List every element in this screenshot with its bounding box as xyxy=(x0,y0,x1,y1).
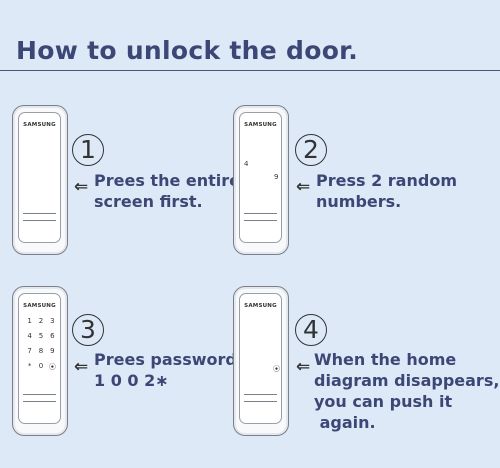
step-4-caption: When the home diagram disappears, you ca… xyxy=(314,350,500,432)
step-2-caption: Press 2 random numbers. xyxy=(316,171,457,211)
keypad-key: 3 xyxy=(50,317,55,325)
lock-handle xyxy=(23,394,56,402)
left-arrow-icon: ⇐ xyxy=(74,177,89,197)
keypad-key: 6 xyxy=(50,332,55,340)
keypad-key: 4 xyxy=(27,332,32,340)
page-title: How to unlock the door. xyxy=(16,36,359,65)
door-lock-step-1: SAMSUNG xyxy=(12,105,68,255)
lock-panel: SAMSUNG 4 9 xyxy=(239,112,282,243)
keypad-key: 2 xyxy=(38,317,44,325)
step-4-number: 4 xyxy=(295,314,327,346)
step-2-number: 2 xyxy=(295,134,327,166)
lock-panel: SAMSUNG 1 2 3 4 5 6 7 8 9 * 0 ⦿ xyxy=(18,293,61,424)
left-arrow-icon: ⇐ xyxy=(296,357,311,377)
random-digit: 9 xyxy=(274,173,279,181)
keypad-key: * xyxy=(27,362,32,370)
keypad-key: 5 xyxy=(38,332,44,340)
left-arrow-icon: ⇐ xyxy=(74,357,89,377)
lock-handle xyxy=(23,213,56,221)
step-3-number: 3 xyxy=(72,314,104,346)
step-1-caption: Prees the entire screen first. xyxy=(94,171,240,211)
lock-panel: SAMSUNG xyxy=(18,112,61,243)
lock-handle xyxy=(244,213,277,221)
keypad-key: 7 xyxy=(27,347,32,355)
step-3-caption: Prees password 1 0 0 2∗ xyxy=(94,350,237,390)
title-divider xyxy=(0,70,500,71)
home-key-icon: ⦿ xyxy=(48,363,56,371)
brand-logo: SAMSUNG xyxy=(23,122,56,128)
lock-panel: SAMSUNG ⦿ xyxy=(239,293,282,424)
keypad: 1 2 3 4 5 6 7 8 9 * 0 ⦿ xyxy=(24,317,58,372)
keypad-key: 9 xyxy=(50,347,55,355)
brand-logo: SAMSUNG xyxy=(244,303,277,309)
step-1-number: 1 xyxy=(72,134,104,166)
brand-logo: SAMSUNG xyxy=(23,303,56,309)
keypad-key: 1 xyxy=(27,317,32,325)
keypad-key: 8 xyxy=(38,347,44,355)
left-arrow-icon: ⇐ xyxy=(296,177,311,197)
keypad-key: 0 xyxy=(38,362,44,370)
door-lock-step-4: SAMSUNG ⦿ xyxy=(233,286,289,436)
home-icon: ⦿ xyxy=(273,365,280,373)
door-lock-step-3: SAMSUNG 1 2 3 4 5 6 7 8 9 * 0 ⦿ xyxy=(12,286,68,436)
lock-handle xyxy=(244,394,277,402)
door-lock-step-2: SAMSUNG 4 9 xyxy=(233,105,289,255)
brand-logo: SAMSUNG xyxy=(244,122,277,128)
random-digit: 4 xyxy=(244,160,249,168)
